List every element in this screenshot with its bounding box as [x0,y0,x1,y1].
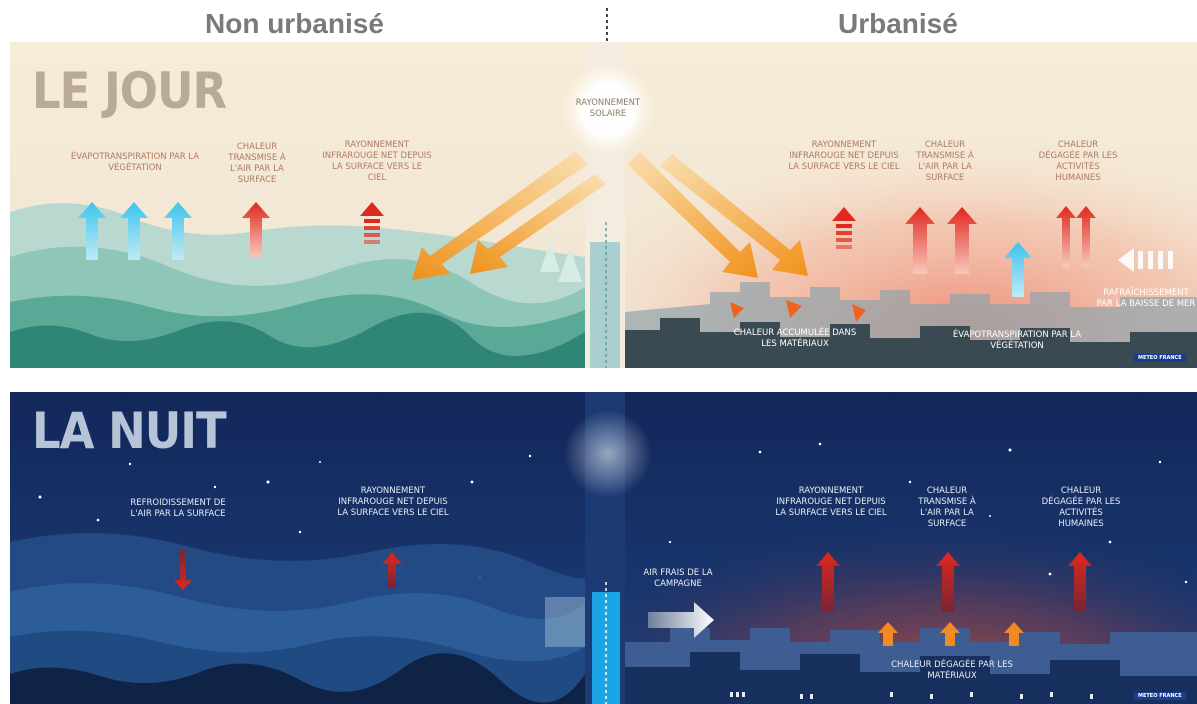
label-evapo-right: ÉVAPOTRANSPIRATION PAR LA VÉGÉTATION [952,330,1082,351]
solar-arrows [412,152,808,280]
label-solar: RAYONNEMENT SOLAIRE [575,98,641,119]
evapo-arrows-left [78,202,192,260]
header-non-urbanise: Non urbanisé [205,8,384,39]
night-panel: LA NUIT REFROIDISSEMENT DE L'AIR PAR LA … [10,392,1197,704]
label-stored-heat: CHALEUR ACCUMULÉE DANS LES MATÉRIAUX [733,328,857,349]
day-illustration [10,42,1197,368]
label-human-day: CHALEUR DÉGAGÉE PAR LES ACTIVITÉS HUMAIN… [1038,140,1118,183]
label-ir-left-night: RAYONNEMENT INFRAROUGE NET DEPUIS LA SUR… [337,486,449,518]
label-ir-right-night: RAYONNEMENT INFRAROUGE NET DEPUIS LA SUR… [775,486,887,518]
label-ir-right: RAYONNEMENT INFRAROUGE NET DEPUIS LA SUR… [788,140,900,172]
label-human-night: CHALEUR DÉGAGÉE PAR LES ACTIVITÉS HUMAIN… [1041,486,1121,529]
day-title: LE JOUR [32,62,227,120]
day-logo: METEO FRANCE [1134,354,1186,362]
header-urbanise: Urbanisé [838,8,958,39]
label-heat-right: CHALEUR TRANSMISE À L'AIR PAR LA SURFACE [916,140,974,183]
label-heat-right-night: CHALEUR TRANSMISE À L'AIR PAR LA SURFACE [918,486,976,529]
label-cool-left: REFROIDISSEMENT DE L'AIR PAR LA SURFACE [130,498,226,519]
day-panel: LE JOUR ÉVAPOTRANSPIRATION PAR LA VÉGÉTA… [10,42,1197,368]
night-title: LA NUIT [32,402,227,460]
label-cooling: RAFRAÎCHISSEMENT PAR LA BAISSE DE MER [1096,288,1196,309]
label-materials-night: CHALEUR DÉGAGÉE PAR LES MATÉRIAUX [891,660,1013,681]
label-fresh-air: AIR FRAIS DE LA CAMPAGNE [643,568,713,589]
night-logo: METEO FRANCE [1134,692,1186,700]
label-evapo-left: ÉVAPOTRANSPIRATION PAR LA VÉGÉTATION [70,152,200,173]
label-ir-left: RAYONNEMENT INFRAROUGE NET DEPUIS LA SUR… [322,140,432,183]
label-heat-left: CHALEUR TRANSMISE À L'AIR PAR LA SURFACE [228,142,286,185]
night-illustration [10,392,1197,704]
